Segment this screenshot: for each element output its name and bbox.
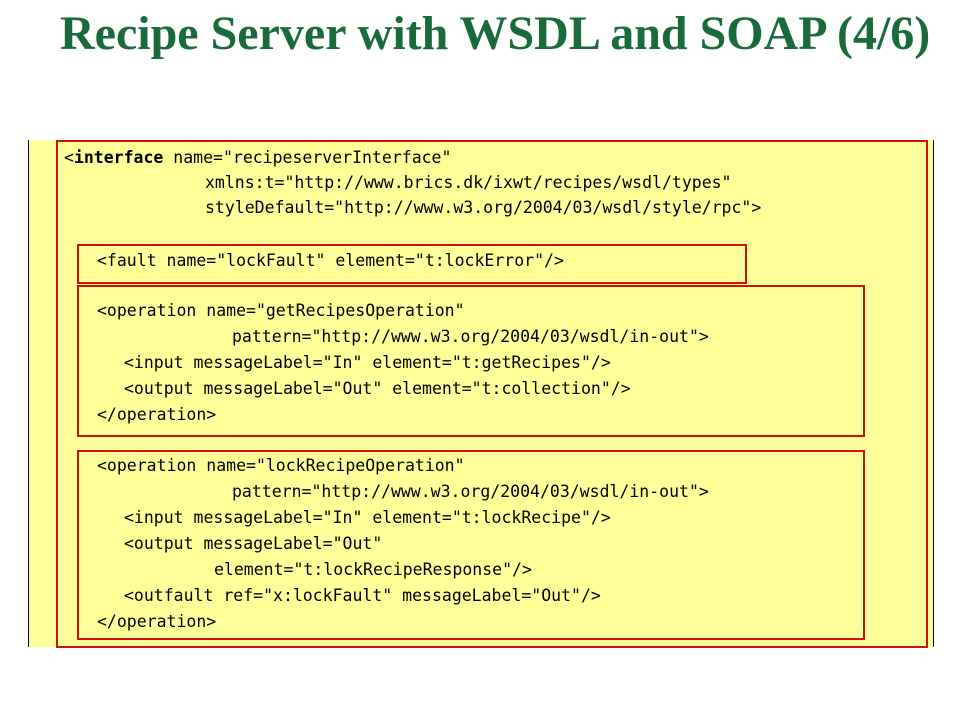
xmlns-line: xmlns:t="http://www.brics.dk/ixwt/recipe… (205, 173, 732, 192)
interface-open-bracket: < (64, 148, 74, 167)
op2-input-line: <input messageLabel="In" element="t:lock… (124, 508, 611, 527)
lock-recipe-operation-highlight-box (77, 450, 865, 640)
style-default-line: styleDefault="http://www.w3.org/2004/03/… (205, 198, 762, 217)
op2-open-line: <operation name="lockRecipeOperation" (97, 456, 465, 475)
op1-input-line: <input messageLabel="In" element="t:getR… (124, 353, 611, 372)
slide-title: Recipe Server with WSDL and SOAP (4/6) (60, 7, 931, 60)
op2-outfault-line: <outfault ref="x:lockFault" messageLabel… (124, 586, 601, 605)
op1-open-line: <operation name="getRecipesOperation" (97, 301, 465, 320)
code-panel (28, 140, 934, 647)
op2-close-line: </operation> (97, 612, 217, 631)
op2-pattern-line: pattern="http://www.w3.org/2004/03/wsdl/… (232, 482, 709, 501)
interface-highlight-box (56, 140, 928, 648)
op1-pattern-line: pattern="http://www.w3.org/2004/03/wsdl/… (232, 327, 709, 346)
op2-output-element-line: element="t:lockRecipeResponse"/> (214, 560, 532, 579)
op1-output-line: <output messageLabel="Out" element="t:co… (124, 379, 631, 398)
fault-highlight-box (77, 244, 747, 284)
get-recipes-operation-highlight-box (77, 285, 865, 437)
op1-close-line: </operation> (97, 405, 217, 424)
fault-line: <fault name="lockFault" element="t:lockE… (97, 251, 564, 270)
interface-keyword: interface (73, 148, 164, 167)
op2-output-line: <output messageLabel="Out" (124, 534, 383, 553)
interface-name-attr: name="recipeserverInterface" (163, 148, 452, 167)
interface-open-line: <interface name="recipeserverInterface" (64, 148, 451, 168)
